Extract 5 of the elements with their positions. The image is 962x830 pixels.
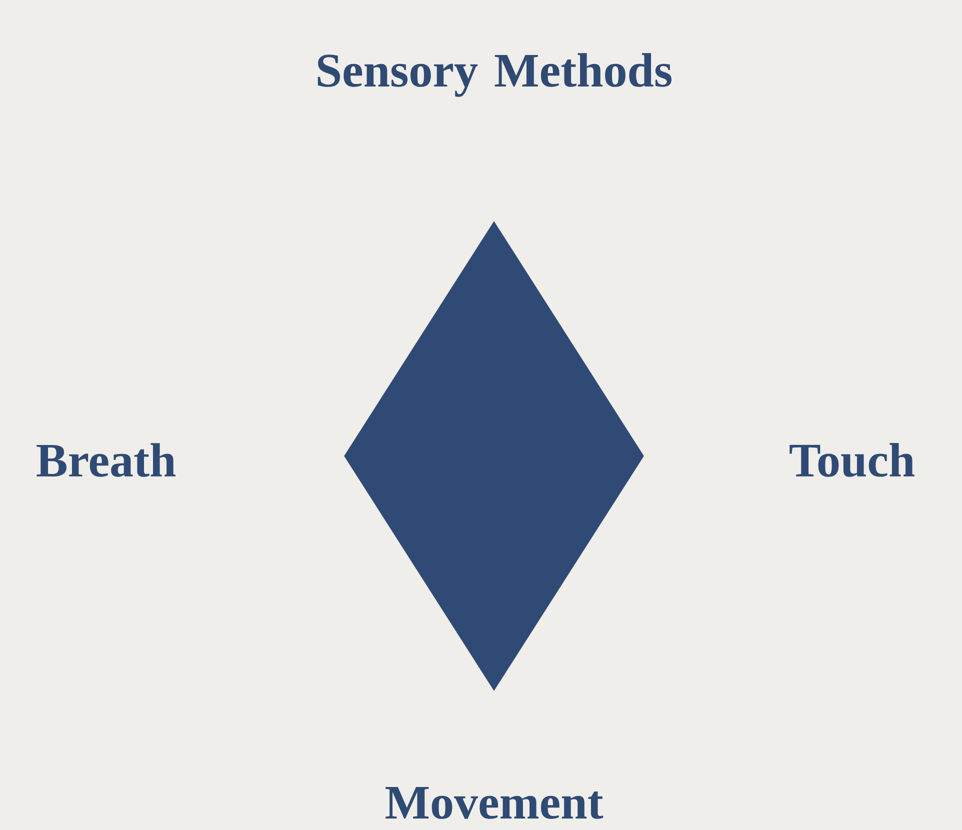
diamond-shape (344, 221, 644, 691)
label: Movement (386, 787, 604, 819)
title: Sensory Methods (318, 53, 672, 97)
label: Breath (36, 443, 176, 477)
label: Touch (790, 443, 914, 477)
